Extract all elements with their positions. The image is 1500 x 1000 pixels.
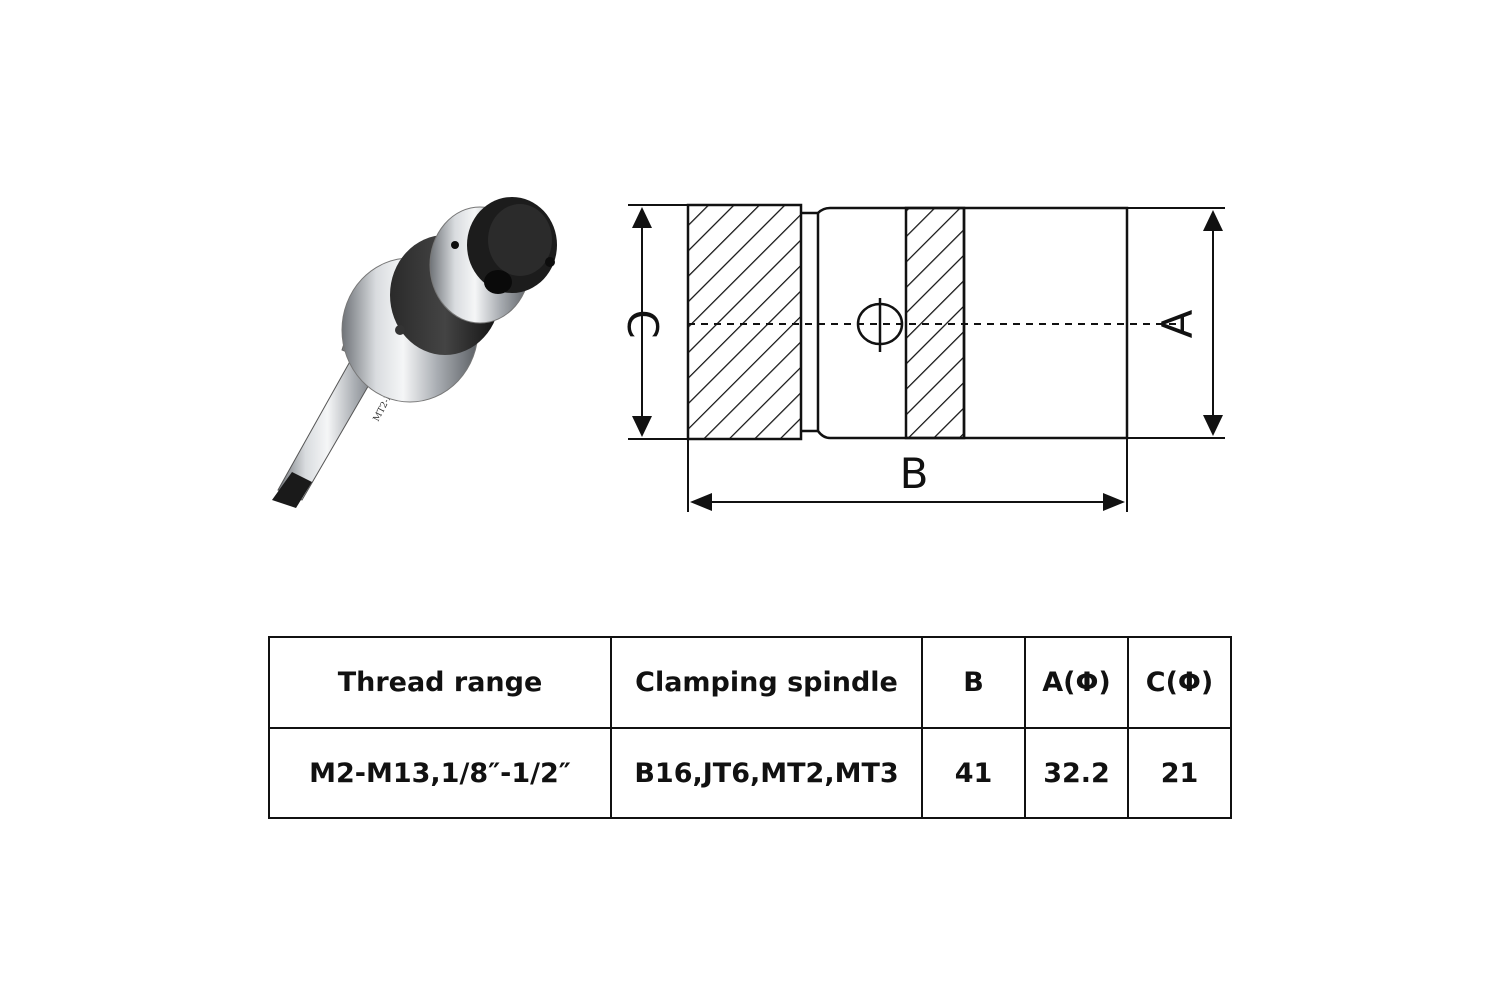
cell-thread-range: M2-M13,1/8″-1/2″ [268,727,612,819]
left-collar [686,203,803,441]
technical-drawing: C A B [618,203,1225,512]
body-outline [686,203,1129,441]
center-bore [484,270,512,294]
dimension-b: B [690,449,1125,511]
table-row: M2-M13,1/8″-1/2″ B16,JT6,MT2,MT3 41 32.2… [268,727,1232,819]
dimension-label-c: C [618,309,667,338]
tap-chuck-illustration: MT2-B16 [272,197,557,508]
header-clamping-spindle: Clamping spindle [610,636,923,729]
header-a-phi: A(Φ) [1024,636,1129,729]
table-header-row: Thread range Clamping spindle B A(Φ) C(Φ… [268,636,1232,729]
cell-clamping-spindle: B16,JT6,MT2,MT3 [610,727,923,819]
header-b: B [921,636,1026,729]
header-c-phi: C(Φ) [1127,636,1232,729]
cell-b: 41 [921,727,1026,819]
diameter-symbol [856,298,904,352]
dimension-label-b: B [900,449,929,498]
cell-c-phi: 21 [1127,727,1232,819]
dimension-a: A [1153,210,1223,436]
spec-table: Thread range Clamping spindle B A(Φ) C(Φ… [268,636,1232,819]
dimension-c: C [618,207,667,437]
product-photo: MT2-B16 [272,197,557,508]
shank-tang [272,472,312,508]
dimension-label-a: A [1153,309,1202,338]
header-thread-range: Thread range [268,636,612,729]
neck-groove [801,211,820,433]
cell-a-phi: 32.2 [1024,727,1129,819]
